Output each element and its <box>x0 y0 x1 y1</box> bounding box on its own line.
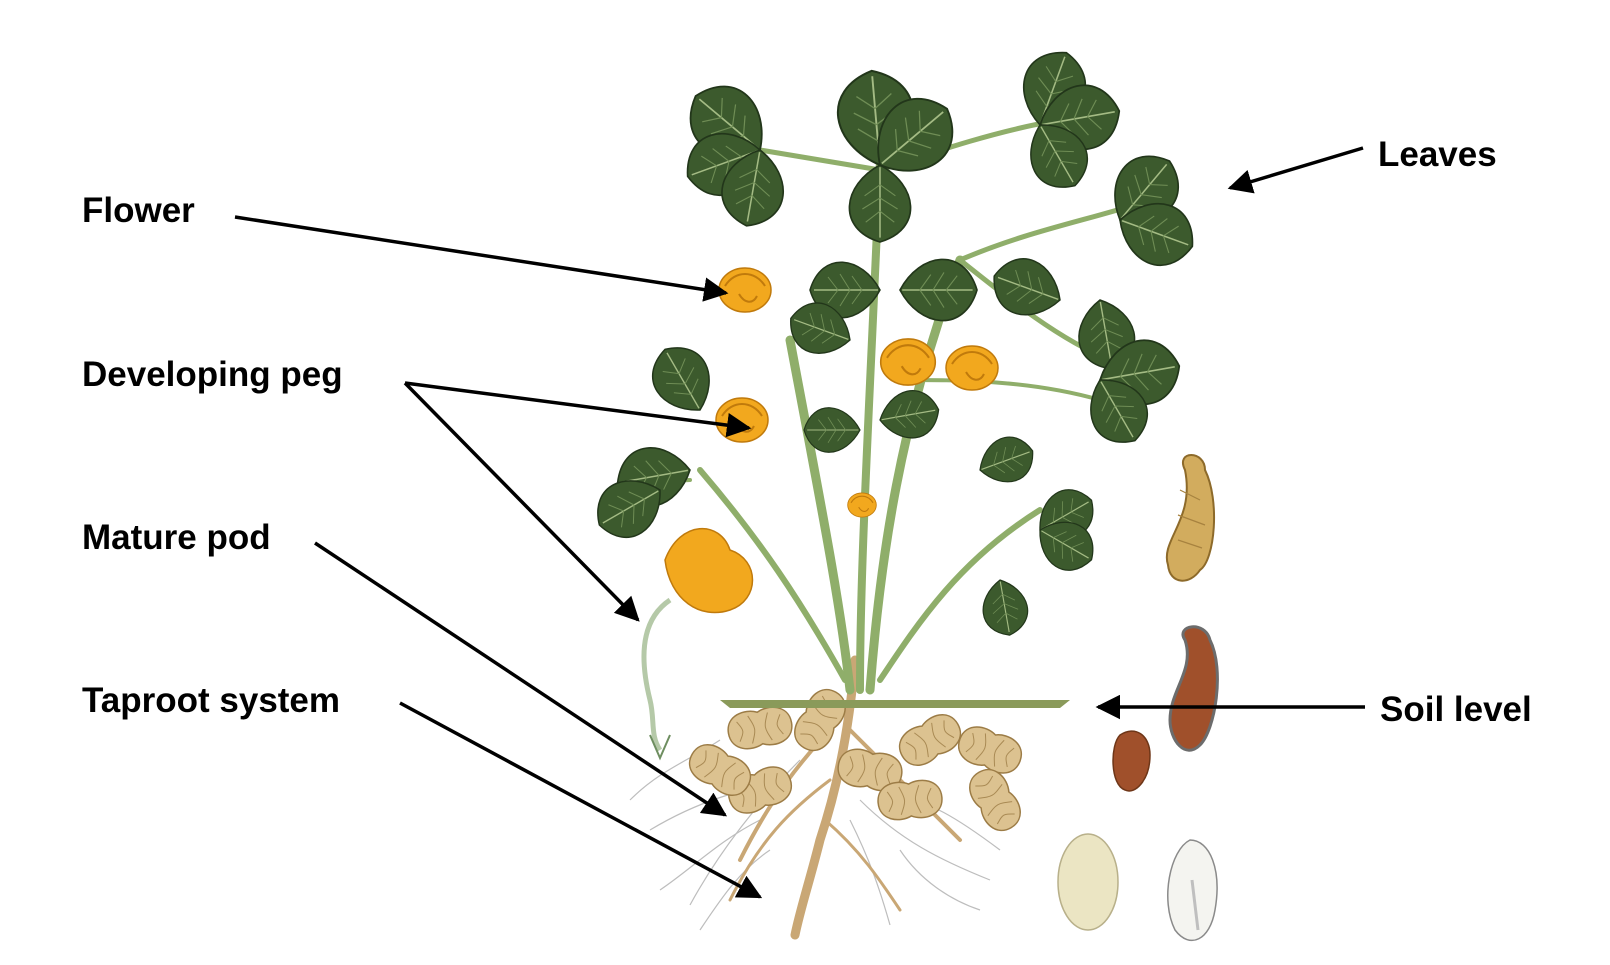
label-mature-pod: Mature pod <box>82 518 271 557</box>
arrow-flower <box>234 215 729 302</box>
label-developing-peg: Developing peg <box>82 355 343 394</box>
seed-red-small <box>1112 730 1151 792</box>
detached-flower-peg <box>641 527 754 761</box>
label-flower: Flower <box>82 191 195 230</box>
label-soil-level: Soil level <box>1380 690 1532 729</box>
label-leaves: Leaves <box>1378 135 1497 174</box>
seed-cream <box>1057 833 1119 931</box>
arrow-taproot <box>399 701 763 899</box>
leader-lines <box>234 146 1365 899</box>
seed-red-large <box>1168 625 1219 752</box>
label-taproot-system: Taproot system <box>82 681 341 720</box>
pod-detail-dry <box>1165 454 1215 582</box>
arrow-leaves <box>1227 146 1364 194</box>
arrow-mature-pod <box>314 541 728 817</box>
seed-halved <box>1167 839 1218 942</box>
fine-roots <box>629 739 1001 931</box>
arrow-peg-flower <box>404 381 752 438</box>
arrow-peg-detached <box>403 381 640 622</box>
soil-strip <box>720 700 1070 708</box>
